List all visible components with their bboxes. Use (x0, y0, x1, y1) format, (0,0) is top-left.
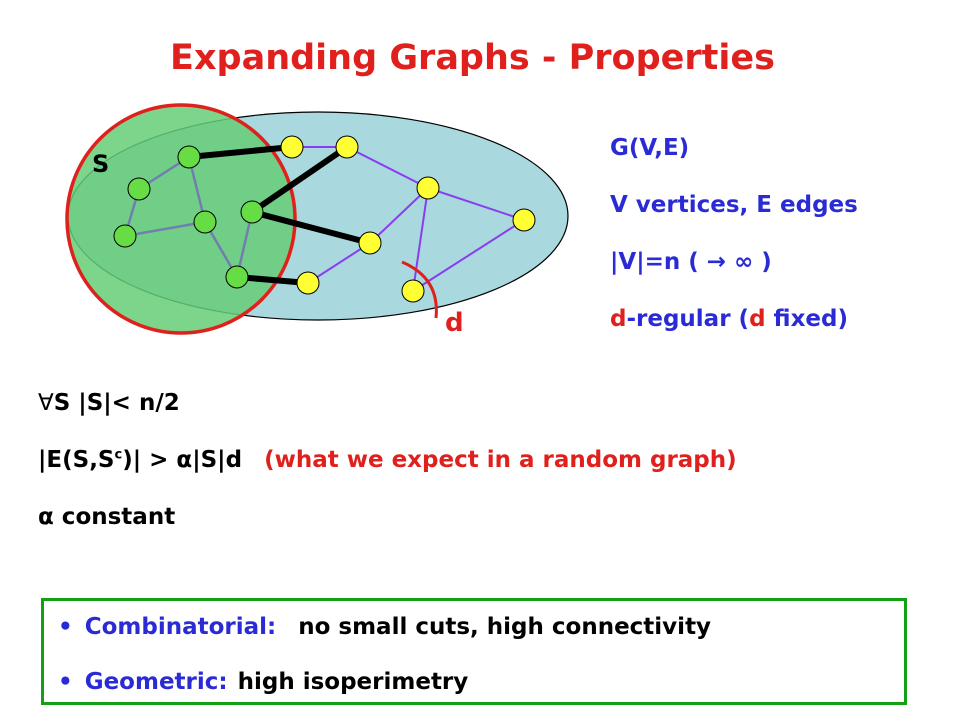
condition-text: S |S|< n/2 (53, 390, 180, 416)
property-item: • Geometric: high isoperimetry (58, 669, 468, 695)
node-yellow (401, 279, 425, 303)
cut-edge (249, 144, 350, 215)
expansion-line: |E(S,Sc)| > α|S|d (what we expect in a ra… (38, 447, 737, 473)
node-green (240, 200, 264, 224)
property-item: • Combinatorial: no small cuts, high conne… (58, 614, 711, 640)
node-yellow (358, 231, 382, 255)
expansion-prefix: |E(S,S (38, 447, 115, 473)
complement-superscript: c (114, 447, 123, 463)
complement-nodes (280, 135, 536, 303)
property-desc: no small cuts, high connectivity (298, 614, 712, 640)
edge (427, 187, 525, 221)
properties-box: • Combinatorial: no small cuts, high conne… (41, 598, 907, 705)
graph-definition: G(V,E) (610, 135, 690, 161)
forall-symbol: ∀ (38, 390, 54, 416)
cut-edge (186, 144, 295, 160)
random-graph-note: (what we expect in a random graph) (264, 447, 737, 473)
property-term: Combinatorial: (84, 614, 277, 640)
bullet-icon: • (58, 669, 73, 695)
vertex-count-text: |V|=n ( → ∞ ) (610, 249, 772, 275)
complement-edges (292, 146, 525, 292)
regular-mid: -regular ( (626, 306, 750, 332)
set-s-label: S (92, 150, 109, 178)
degree-label: d (445, 308, 464, 338)
node-green (127, 177, 151, 201)
cut-edge (249, 209, 373, 246)
node-green (113, 224, 137, 248)
vertex-count-prefix: |V|=n ( (610, 249, 707, 275)
edge (124, 220, 206, 238)
node-yellow (280, 135, 304, 159)
node-yellow (296, 271, 320, 295)
arrow-right-icon: → (706, 249, 727, 275)
vertices-edges-text: V vertices, E edges (610, 192, 858, 218)
alpha-constant-line: α constant (38, 504, 176, 530)
bullet-icon: • (58, 614, 73, 640)
node-yellow (416, 176, 440, 200)
regular-end: fixed) (765, 306, 848, 332)
degree-arc (401, 260, 438, 319)
node-yellow (512, 208, 536, 232)
regular-d1: d (610, 306, 627, 332)
subset-nodes (113, 145, 264, 289)
vertex-count-suffix: ∞ ) (726, 249, 772, 275)
regular-text: d-regular (d fixed) (610, 306, 848, 332)
condition-line: ∀S |S|< n/2 (38, 390, 180, 416)
edge (346, 146, 429, 189)
node-green (193, 210, 217, 234)
edge (307, 242, 371, 284)
node-green (225, 265, 249, 289)
property-desc: high isoperimetry (237, 669, 469, 695)
edge (412, 187, 429, 292)
edge (412, 219, 525, 292)
regular-d2: d (749, 306, 766, 332)
expansion-suffix: )| > α|S|d (122, 447, 243, 473)
cut-edges (186, 144, 373, 286)
cut-edge (234, 274, 311, 286)
edge (369, 187, 429, 244)
node-yellow (335, 135, 359, 159)
property-term: Geometric: (84, 669, 228, 695)
page-title: Expanding Graphs - Properties (170, 38, 775, 78)
node-green (177, 145, 201, 169)
